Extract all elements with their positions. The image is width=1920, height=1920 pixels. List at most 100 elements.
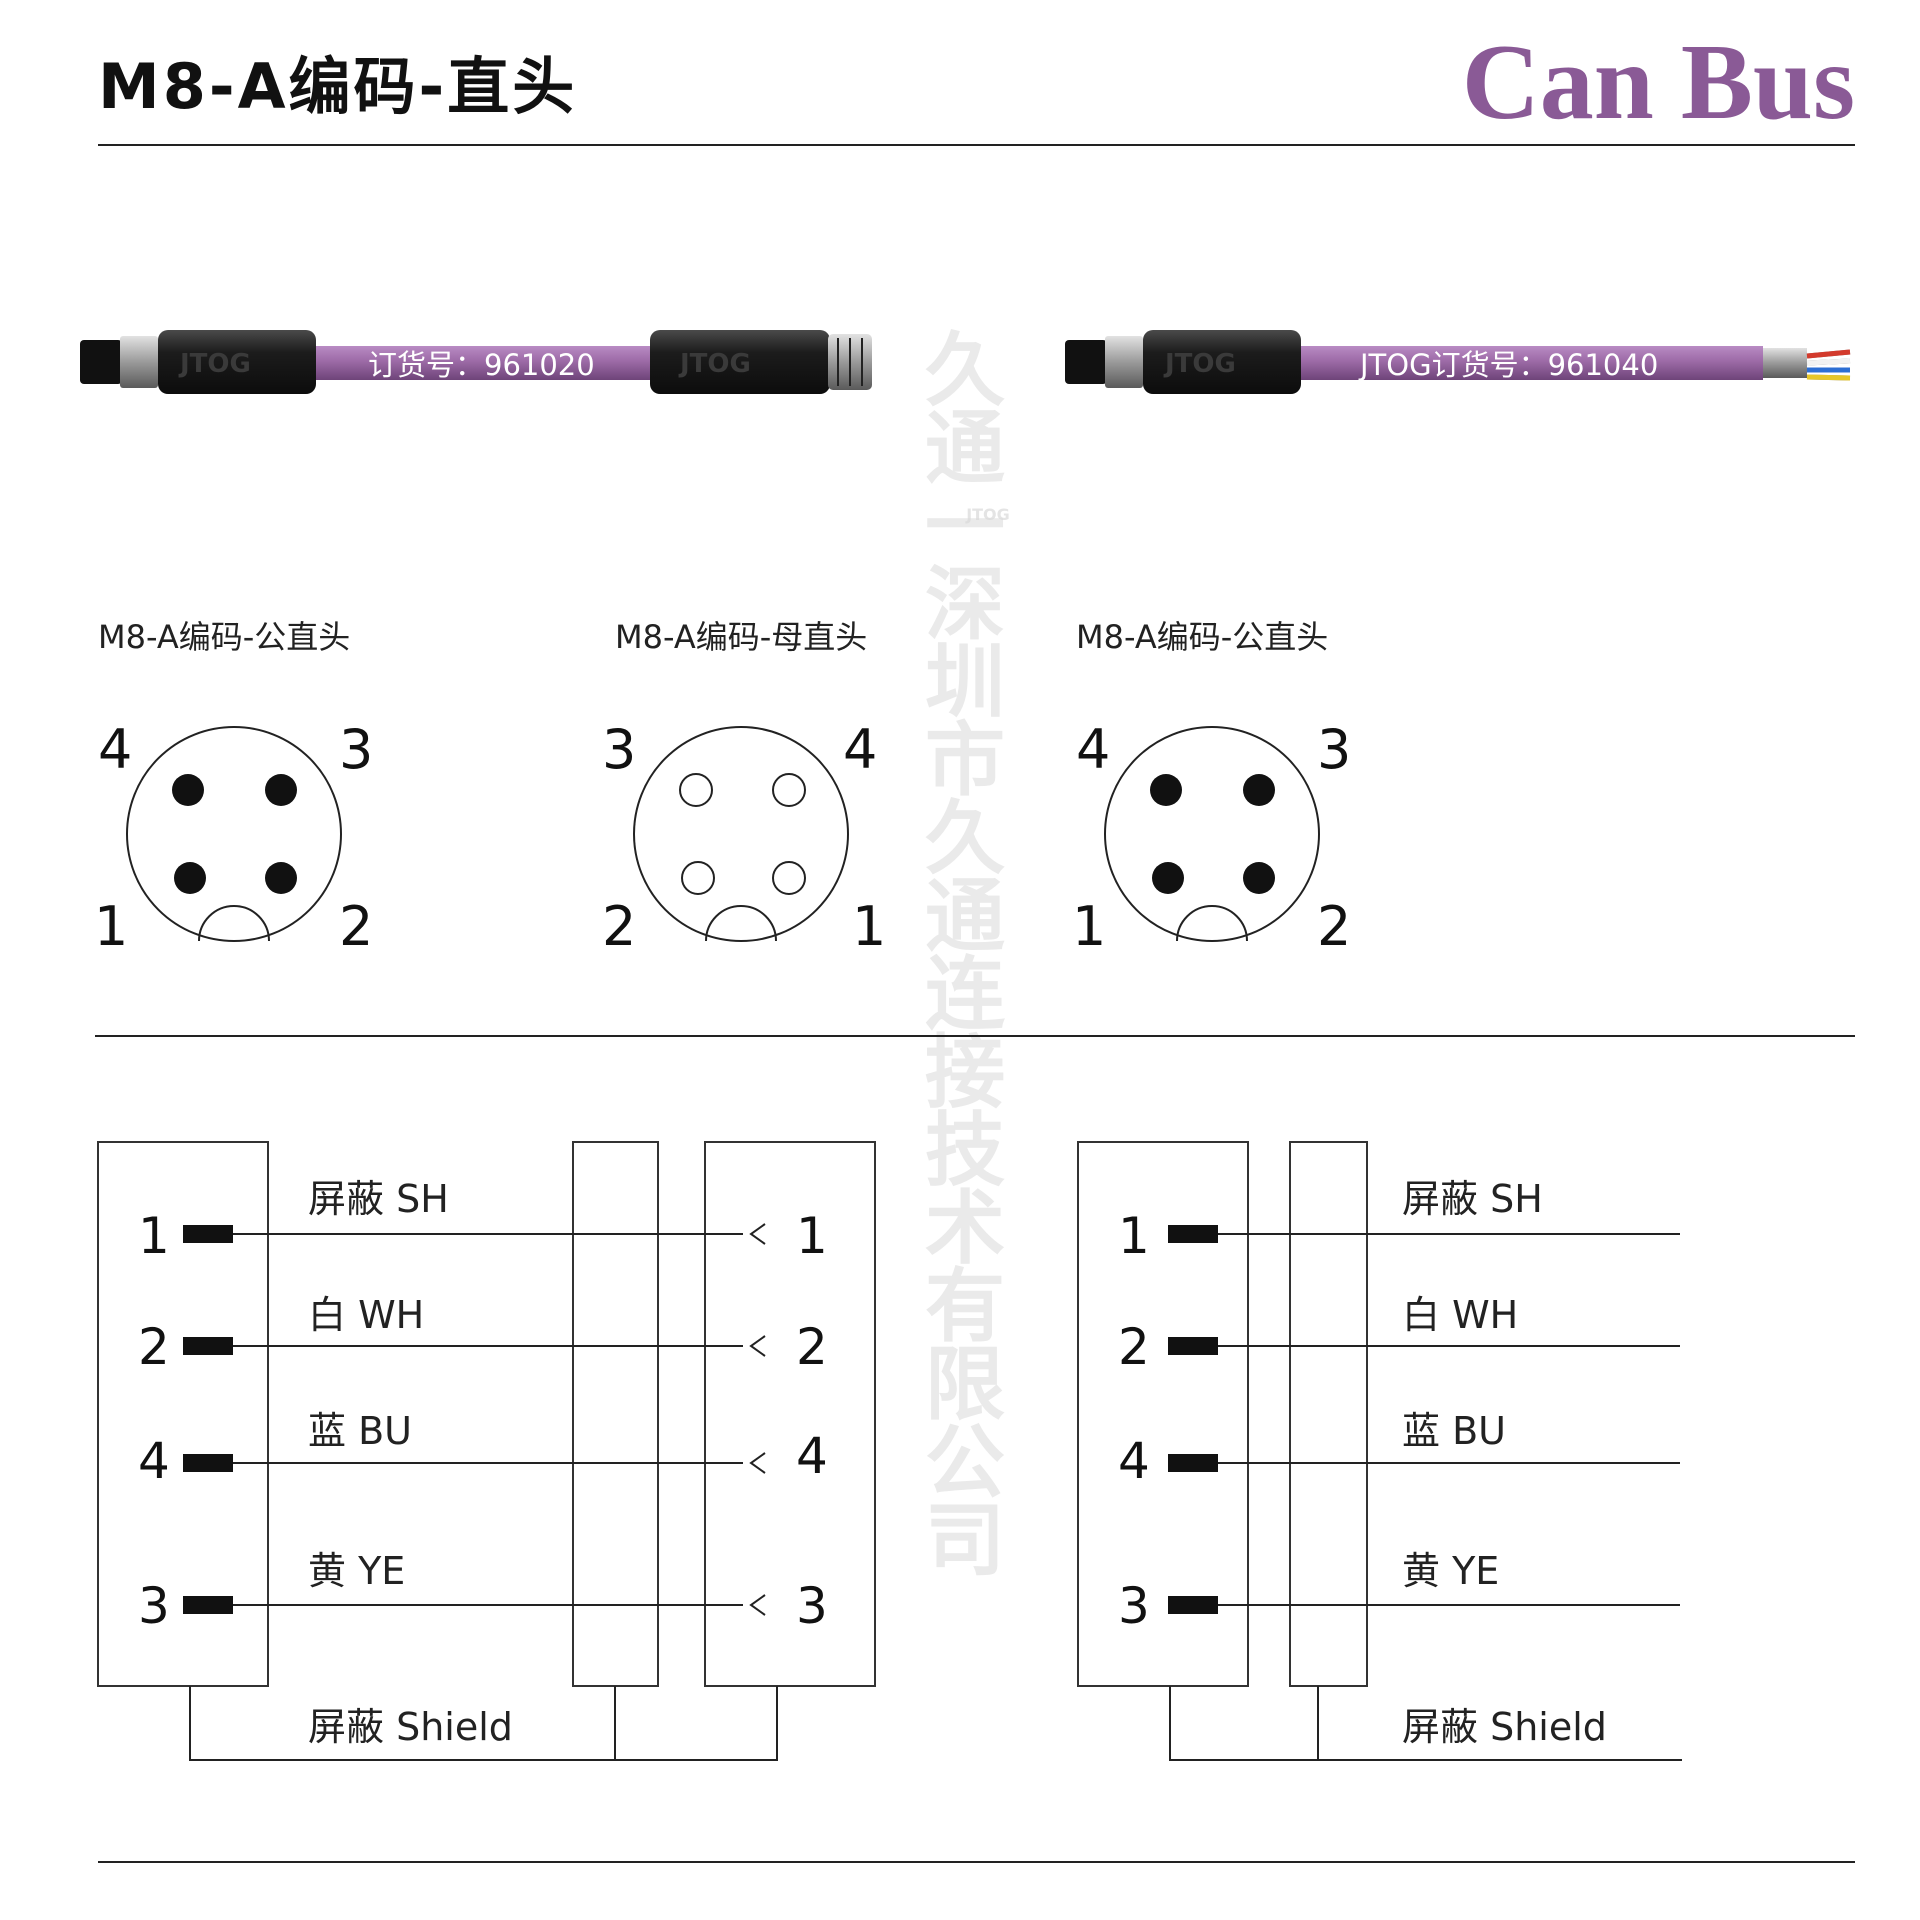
male-body bbox=[158, 330, 316, 394]
wiring-diagram-male-female: 1 屏蔽 SH 1 2 白 WH 2 4 蓝 BU 4 3 黄 Y bbox=[97, 1141, 876, 1761]
cable-assembly-961020: JTOG 订货号：961020 JTOG bbox=[80, 330, 872, 394]
watermark-char: 公 bbox=[925, 1416, 1005, 1509]
pin-terminal bbox=[1168, 1596, 1218, 1614]
socket-symbol bbox=[749, 1223, 766, 1245]
watermark-char: 司 bbox=[925, 1494, 1005, 1587]
watermark-char: 久 bbox=[925, 792, 1005, 885]
male-connector-block bbox=[1077, 1141, 1249, 1687]
wire-row-4: 4 蓝 BU bbox=[1118, 1409, 1680, 1490]
pin-number: 2 bbox=[138, 1318, 170, 1376]
socket-contact bbox=[681, 861, 715, 895]
pin-number: 4 bbox=[796, 1427, 828, 1485]
pin-contact bbox=[1243, 862, 1275, 894]
watermark-char: 市 bbox=[925, 714, 1005, 807]
watermark-char: 通 bbox=[925, 870, 1005, 963]
pin-number: 1 bbox=[138, 1207, 170, 1265]
pin-number: 4 bbox=[138, 1432, 170, 1490]
pin-terminal bbox=[1168, 1337, 1218, 1355]
pin-contact bbox=[1243, 774, 1275, 806]
wiring-diagram-male-open: 1 屏蔽 SH 2 白 WH 4 蓝 BU 3 黄 YE 屏蔽 Shield bbox=[1077, 1141, 1682, 1761]
watermark-char: 接 bbox=[925, 1026, 1005, 1119]
pin-label: 3 bbox=[1317, 718, 1351, 781]
socket-contact bbox=[772, 861, 806, 895]
cable-block bbox=[1289, 1141, 1368, 1687]
wire-row-1: 1 屏蔽 SH bbox=[1118, 1177, 1680, 1265]
coding-key bbox=[705, 905, 777, 942]
pin-label: 2 bbox=[339, 895, 373, 958]
watermark-char: 通 bbox=[925, 402, 1005, 495]
pin-terminal bbox=[183, 1337, 233, 1355]
connector-face-2: M8-A编码-母直头 3 4 2 1 bbox=[602, 618, 886, 958]
cable-brand-mark: JTOG bbox=[178, 349, 251, 379]
wire-label: 黄 YE bbox=[1402, 1549, 1499, 1593]
cable-assembly-961040: JTOG JTOG订货号：961040 bbox=[1065, 330, 1851, 394]
connector-outline bbox=[1104, 726, 1320, 942]
brand-title: Can Bus bbox=[1462, 23, 1855, 142]
pin-contact bbox=[172, 774, 204, 806]
pin-number: 3 bbox=[1118, 1577, 1150, 1635]
watermark-char: 有 bbox=[925, 1260, 1005, 1353]
pin-number: 2 bbox=[1118, 1318, 1150, 1376]
shield-connection bbox=[1169, 1686, 1682, 1761]
wire-row-2: 2 白 WH bbox=[1118, 1293, 1680, 1376]
pin-contact bbox=[265, 862, 297, 894]
pin-label: 1 bbox=[852, 895, 886, 958]
pin-number: 3 bbox=[138, 1577, 170, 1635]
shield-label: 屏蔽 Shield bbox=[308, 1705, 513, 1749]
watermark-char: 连 bbox=[925, 948, 1005, 1041]
socket-contact bbox=[679, 773, 713, 807]
pin-terminal bbox=[183, 1454, 233, 1472]
male-thread bbox=[120, 336, 158, 388]
connector-outline bbox=[126, 726, 342, 942]
male-coupling-nut bbox=[1065, 340, 1107, 384]
wire-label: 屏蔽 SH bbox=[308, 1177, 449, 1221]
braided-shield bbox=[1763, 348, 1807, 378]
pin-number: 4 bbox=[1118, 1432, 1150, 1490]
cable-brand-mark-female: JTOG bbox=[678, 349, 751, 379]
cable-jacket bbox=[1301, 346, 1763, 380]
socket-symbol bbox=[749, 1335, 766, 1357]
pin-label: 2 bbox=[602, 895, 636, 958]
connector-face-3: M8-A编码-公直头 4 3 1 2 bbox=[1072, 618, 1351, 958]
watermark-small: JTOG bbox=[965, 505, 1010, 524]
pin-label: 3 bbox=[339, 718, 373, 781]
watermark-char: 圳 bbox=[925, 636, 1005, 729]
pin-contact bbox=[1152, 862, 1184, 894]
wire-row-3: 3 黄 YE 3 bbox=[138, 1549, 828, 1635]
cable-jacket bbox=[316, 346, 650, 380]
pin-contact bbox=[174, 862, 206, 894]
wire-row-1: 1 屏蔽 SH 1 bbox=[138, 1177, 828, 1265]
connector-title: M8-A编码-母直头 bbox=[615, 618, 867, 656]
coding-key bbox=[198, 905, 270, 942]
watermark-char: 技 bbox=[925, 1104, 1005, 1197]
pin-label: 1 bbox=[94, 895, 128, 958]
watermark-char: 术 bbox=[925, 1182, 1005, 1275]
coding-key bbox=[1176, 905, 1248, 942]
watermark-char: 一 bbox=[925, 480, 1005, 573]
wire-label: 白 WH bbox=[1402, 1293, 1518, 1337]
wire-label: 屏蔽 SH bbox=[1402, 1177, 1543, 1221]
cable-order-number: JTOG订货号：961040 bbox=[1358, 348, 1658, 382]
connector-face-1: M8-A编码-公直头 4 3 1 2 bbox=[94, 618, 373, 958]
socket-symbol bbox=[749, 1594, 766, 1616]
wire-row-4: 4 蓝 BU 4 bbox=[138, 1409, 828, 1490]
pin-number: 3 bbox=[796, 1577, 828, 1635]
male-coupling-nut bbox=[80, 340, 122, 384]
connector-title: M8-A编码-公直头 bbox=[1076, 618, 1328, 656]
wire-row-2: 2 白 WH 2 bbox=[138, 1293, 828, 1376]
female-body bbox=[650, 330, 830, 394]
pin-label: 4 bbox=[1076, 718, 1110, 781]
watermark-char: 限 bbox=[925, 1338, 1005, 1431]
pin-label: 2 bbox=[1317, 895, 1351, 958]
pin-label: 1 bbox=[1072, 895, 1106, 958]
pin-label: 3 bbox=[602, 718, 636, 781]
pin-label: 4 bbox=[98, 718, 132, 781]
male-body bbox=[1143, 330, 1301, 394]
pin-terminal bbox=[183, 1225, 233, 1243]
wire-label: 蓝 BU bbox=[308, 1409, 412, 1453]
shield-label: 屏蔽 Shield bbox=[1402, 1705, 1607, 1749]
pin-terminal bbox=[1168, 1454, 1218, 1472]
pin-number: 1 bbox=[1118, 1207, 1150, 1265]
